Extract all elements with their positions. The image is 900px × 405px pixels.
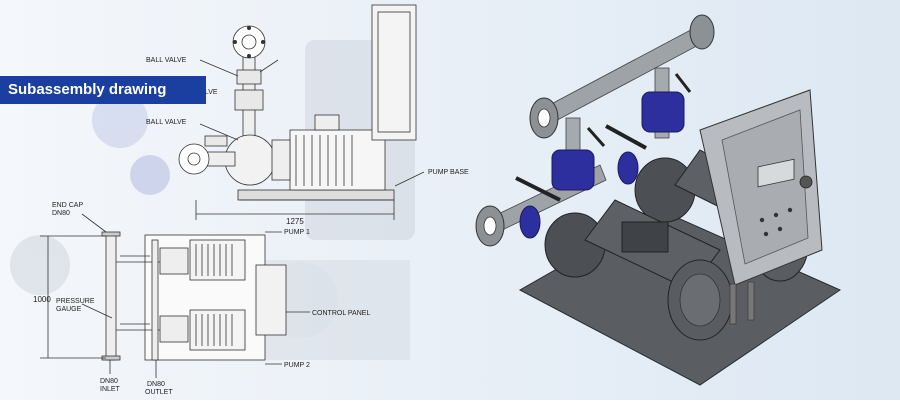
- label-inlet-line1: DN80: [100, 378, 118, 385]
- banner-title: Subassembly drawing: [0, 76, 206, 104]
- label-pump-2: PUMP 2: [284, 362, 310, 369]
- label-outlet-line1: DN80: [147, 381, 165, 388]
- pump-3d-render: [475, 14, 842, 386]
- label-pressure-line1: PRESSURE: [56, 298, 95, 305]
- label-valve-partial: VALVE: [196, 89, 218, 96]
- label-outlet-line2: OUTLET: [145, 389, 173, 396]
- label-end-cap-line1: END CAP: [52, 202, 83, 209]
- label-ball-valve-top: BALL VALVE: [146, 57, 187, 64]
- label-pressure-line2: GAUGE: [56, 306, 82, 313]
- dimension-1000: 1000: [33, 295, 51, 304]
- dimension-1275: 1275: [286, 217, 304, 226]
- plan-view-drawing: [40, 213, 310, 378]
- label-ball-valve-mid: BALL VALVE: [146, 119, 187, 126]
- label-pump-1: PUMP 1: [284, 229, 310, 236]
- label-end-cap-line2: DN80: [52, 210, 70, 217]
- label-inlet-line2: INLET: [100, 386, 121, 393]
- side-elevation-drawing: [178, 4, 425, 220]
- label-pump-base: PUMP BASE: [428, 169, 469, 176]
- label-control-panel: CONTROL PANEL: [312, 310, 370, 317]
